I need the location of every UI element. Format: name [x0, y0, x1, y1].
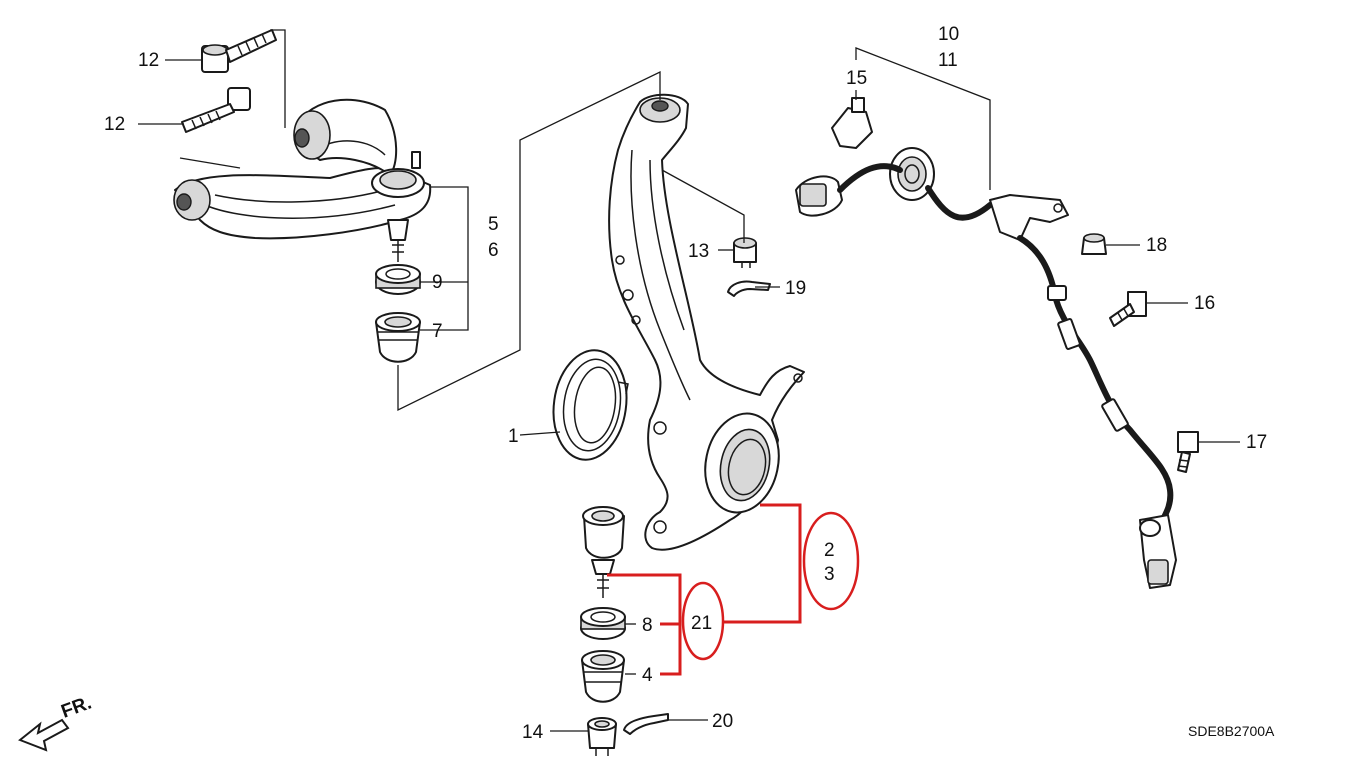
label-2: 2 — [824, 540, 835, 561]
direction-label: FR. — [59, 692, 95, 722]
boot-4 — [581, 650, 625, 703]
label-18: 18 — [1146, 235, 1167, 256]
label-20: 20 — [712, 711, 733, 732]
castle-nut-13 — [733, 237, 757, 268]
label-8: 8 — [642, 615, 653, 636]
leader-lines — [138, 29, 1240, 732]
castle-nut-14 — [587, 717, 617, 756]
bolt-12-lower — [181, 87, 251, 133]
label-1: 1 — [508, 426, 519, 447]
label-10: 10 — [938, 24, 959, 45]
nut-18 — [1081, 233, 1107, 255]
label-13: 13 — [688, 241, 709, 262]
label-9: 9 — [432, 272, 443, 293]
steering-knuckle — [608, 93, 805, 551]
boot-7 — [375, 312, 421, 363]
cotter-pin-19 — [727, 280, 771, 297]
dust-shield-1 — [552, 349, 629, 461]
seal-ring-8 — [580, 607, 626, 640]
label-12a: 12 — [138, 50, 159, 71]
upper-control-arm — [173, 98, 432, 262]
bolt-16 — [1109, 291, 1147, 327]
lower-ball-joint — [582, 506, 625, 598]
label-5: 5 — [488, 214, 499, 235]
label-7: 7 — [432, 321, 443, 342]
bolt-17 — [1177, 431, 1199, 473]
label-21: 21 — [691, 613, 712, 634]
front-direction-arrow: FR. — [18, 692, 95, 752]
label-3: 3 — [824, 564, 835, 585]
label-15: 15 — [846, 68, 867, 89]
abs-sensor-harness — [795, 97, 1177, 589]
label-12b: 12 — [104, 114, 125, 135]
seal-ring-9 — [375, 264, 421, 295]
bolt-12-upper — [201, 29, 277, 73]
label-11: 11 — [938, 50, 958, 71]
label-16: 16 — [1194, 293, 1215, 314]
cotter-pin-20 — [623, 713, 669, 735]
label-4: 4 — [642, 665, 653, 686]
callout-labels: 12 12 5 6 9 7 1 13 19 10 11 15 18 16 17 … — [104, 24, 1275, 743]
diagram-code: SDE8B2700A — [1188, 723, 1275, 739]
circle-21 — [681, 581, 725, 661]
label-17: 17 — [1246, 432, 1267, 453]
circle-2-3 — [802, 511, 860, 611]
red-annotation — [607, 503, 860, 676]
label-19: 19 — [785, 278, 806, 299]
label-14: 14 — [522, 722, 544, 743]
label-6: 6 — [488, 240, 499, 261]
